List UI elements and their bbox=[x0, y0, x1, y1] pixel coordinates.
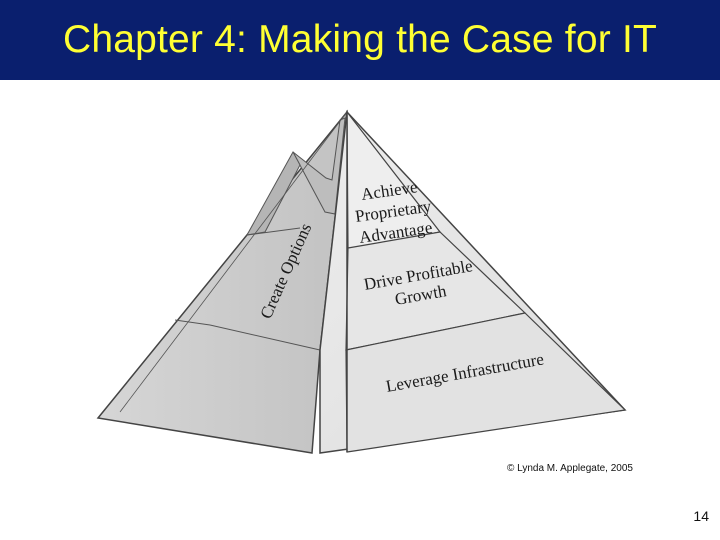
pyramid-left-face bbox=[96, 109, 349, 454]
title-bar: Chapter 4: Making the Case for IT bbox=[0, 0, 720, 80]
pyramid-right-face bbox=[319, 110, 627, 454]
copyright-notice: © Lynda M. Applegate, 2005 bbox=[507, 463, 633, 474]
pyramid-diagram: Create Options Achieve Proprietary Advan… bbox=[96, 109, 627, 454]
page-number: 14 bbox=[693, 508, 709, 524]
slide-title: Chapter 4: Making the Case for IT bbox=[62, 18, 658, 61]
